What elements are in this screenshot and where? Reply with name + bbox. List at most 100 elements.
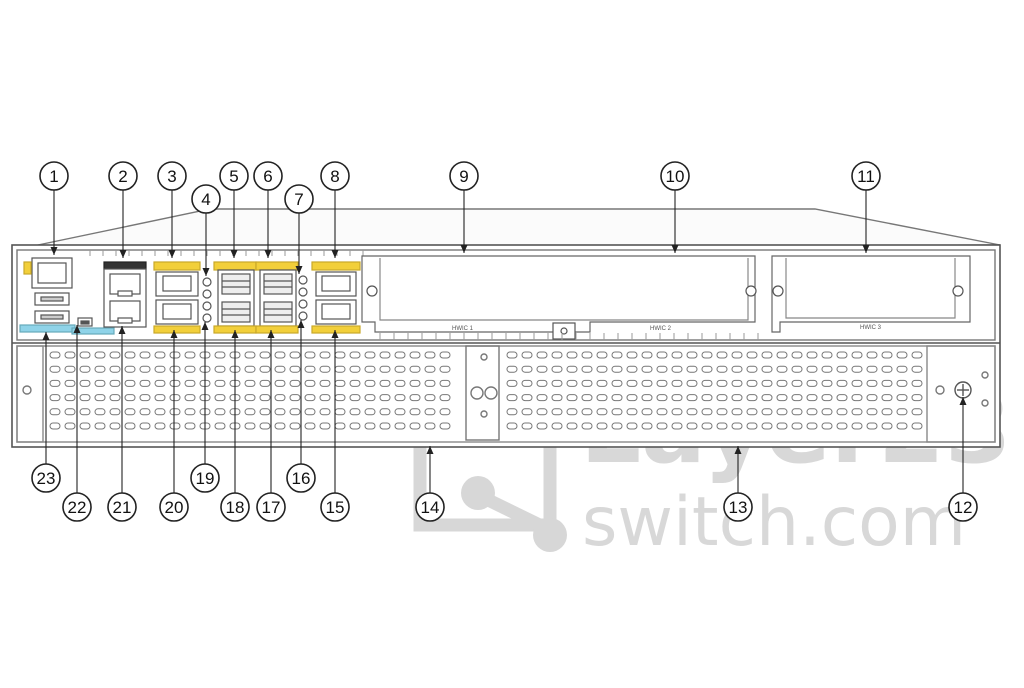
callout-number-10: 10: [666, 167, 685, 186]
leader-arrowhead-19: [201, 322, 209, 330]
callout-number-18: 18: [226, 498, 245, 517]
callout-circle-16: [286, 463, 316, 493]
callout-number-6: 6: [263, 167, 272, 186]
callout-number-19: 19: [196, 469, 215, 488]
leds-4-19: [202, 277, 212, 323]
leader-arrowhead-9: [460, 245, 468, 253]
callout-circle-22: [62, 492, 92, 522]
callout-15: 15: [320, 492, 350, 522]
leader-arrowhead-18: [231, 330, 239, 338]
sfp-ports-5-18: [213, 261, 257, 334]
leader-arrowhead-7: [295, 266, 303, 274]
hwic-slot-3: [771, 255, 971, 333]
callout-circle-12: [948, 492, 978, 522]
callout-14: 14: [415, 492, 445, 522]
callout-circle-18: [220, 492, 250, 522]
io-components: HWIC 1 HWIC 2 HWIC 3: [19, 255, 971, 340]
callout-circle-3: [157, 161, 187, 191]
leader-arrowhead-21: [118, 326, 126, 334]
callout-circle-1: [39, 161, 69, 191]
callout-13: 13: [723, 492, 753, 522]
leader-arrowhead-8: [331, 250, 339, 258]
callout-11: 11: [851, 161, 881, 191]
hwic-label-1: HWIC 1: [452, 326, 474, 332]
callout-number-14: 14: [421, 498, 440, 517]
watermark-logo-dots-icon: [461, 476, 567, 552]
callout-16: 16: [286, 463, 316, 493]
hwic-label-2: HWIC 2: [650, 326, 672, 332]
callout-21: 21: [107, 492, 137, 522]
leader-arrowhead-4: [202, 268, 210, 276]
callout-circle-23: [31, 463, 61, 493]
callout-number-20: 20: [165, 498, 184, 517]
callout-6: 6: [253, 161, 283, 191]
leader-arrowhead-15: [331, 330, 339, 338]
callout-circle-7: [284, 184, 314, 214]
hwic-label-3: HWIC 3: [860, 325, 882, 331]
callout-circle-10: [660, 161, 690, 191]
callout-number-17: 17: [262, 498, 281, 517]
callout-17: 17: [256, 492, 286, 522]
ge-ports-3-20: [153, 261, 201, 334]
leader-arrowhead-2: [119, 250, 127, 258]
leader-arrowhead-22: [73, 325, 81, 333]
callout-circle-11: [851, 161, 881, 191]
callout-circle-8: [320, 161, 350, 191]
callout-number-4: 4: [201, 190, 210, 209]
callout-20: 20: [159, 492, 189, 522]
callout-7: 7: [284, 184, 314, 214]
leader-arrowhead-14: [426, 446, 434, 454]
callout-22: 22: [62, 492, 92, 522]
callout-number-8: 8: [330, 167, 339, 186]
callout-circle-5: [219, 161, 249, 191]
callout-circle-2: [108, 161, 138, 191]
leader-arrowhead-3: [168, 250, 176, 258]
callout-circle-19: [190, 463, 220, 493]
leader-arrowhead-1: [50, 247, 58, 255]
callout-number-15: 15: [326, 498, 345, 517]
console-aux-ports: [103, 261, 147, 328]
status-strip: [19, 324, 76, 333]
callout-5: 5: [219, 161, 249, 191]
leader-arrowhead-17: [267, 330, 275, 338]
callout-9: 9: [449, 161, 479, 191]
callout-circle-13: [723, 492, 753, 522]
callout-number-22: 22: [68, 498, 87, 517]
callout-2: 2: [108, 161, 138, 191]
leader-lines: [45, 190, 964, 493]
callout-19: 19: [190, 463, 220, 493]
callout-number-3: 3: [167, 167, 176, 186]
callout-number-1: 1: [49, 167, 58, 186]
vent-grid-left: [49, 351, 451, 430]
callout-1: 1: [39, 161, 69, 191]
callout-number-2: 2: [118, 167, 127, 186]
callout-number-21: 21: [113, 498, 132, 517]
leader-arrowhead-16: [297, 320, 305, 328]
callout-number-23: 23: [37, 469, 56, 488]
callout-circle-14: [415, 492, 445, 522]
callout-number-5: 5: [229, 167, 238, 186]
chassis-top: [13, 208, 1001, 251]
leader-arrowhead-12: [959, 397, 967, 405]
leader-arrowhead-5: [230, 250, 238, 258]
leds-7-16: [298, 275, 308, 321]
callout-18: 18: [220, 492, 250, 522]
callout-circle-17: [256, 492, 286, 522]
callout-4: 4: [191, 184, 221, 214]
left-end-cap: [16, 345, 44, 443]
callout-circle-6: [253, 161, 283, 191]
callout-circle-4: [191, 184, 221, 214]
leader-arrowhead-11: [862, 245, 870, 253]
callout-circle-9: [449, 161, 479, 191]
mini-usb-port: [77, 317, 93, 327]
usb-ports: [34, 292, 70, 324]
leader-arrowhead-6: [264, 250, 272, 258]
leader-arrowhead-23: [42, 332, 50, 340]
center-bracket: [465, 345, 500, 441]
leader-arrowhead-20: [170, 330, 178, 338]
right-end-cap: [926, 345, 996, 443]
leader-arrowheads: [42, 245, 967, 454]
watermark-line2: switch.com: [582, 483, 966, 562]
